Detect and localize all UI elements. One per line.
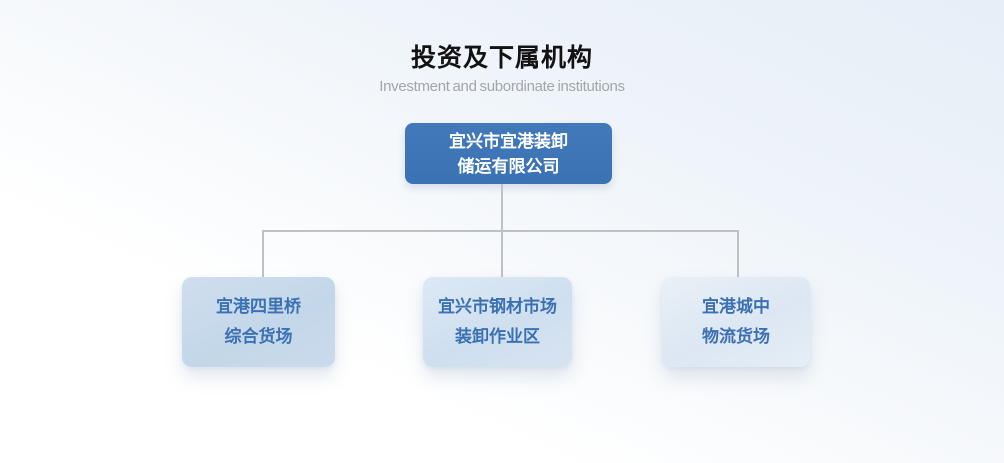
org-node-child-3-line2: 物流货场 (702, 327, 770, 346)
page-subtitle: Investment and subordinate institutions (379, 78, 625, 95)
org-node-child-1: 宜港四里桥 综合货场 (182, 277, 335, 367)
connector-root-stem (501, 184, 503, 231)
page-title: 投资及下属机构 (410, 44, 593, 72)
connector-drop-middle (501, 230, 503, 277)
connector-drop-left (262, 230, 264, 277)
org-node-root: 宜兴市宜港装卸 储运有限公司 (405, 123, 612, 184)
connector-drop-right (737, 230, 739, 277)
org-node-child-1-line2: 综合货场 (224, 327, 293, 346)
connector-rail (262, 230, 739, 232)
org-node-child-2-line2: 装卸作业区 (455, 327, 540, 346)
org-node-child-2-line1: 宜兴市钢材市场 (438, 297, 557, 316)
org-node-child-3-line1: 宜港城中 (702, 297, 770, 316)
org-node-child-1-line1: 宜港四里桥 (216, 297, 301, 316)
org-node-child-3: 宜港城中 物流货场 (662, 277, 810, 367)
org-node-child-2: 宜兴市钢材市场 装卸作业区 (423, 277, 572, 367)
org-node-root-line1: 宜兴市宜港装卸 (449, 131, 568, 151)
org-node-root-line2: 储运有限公司 (457, 156, 560, 176)
